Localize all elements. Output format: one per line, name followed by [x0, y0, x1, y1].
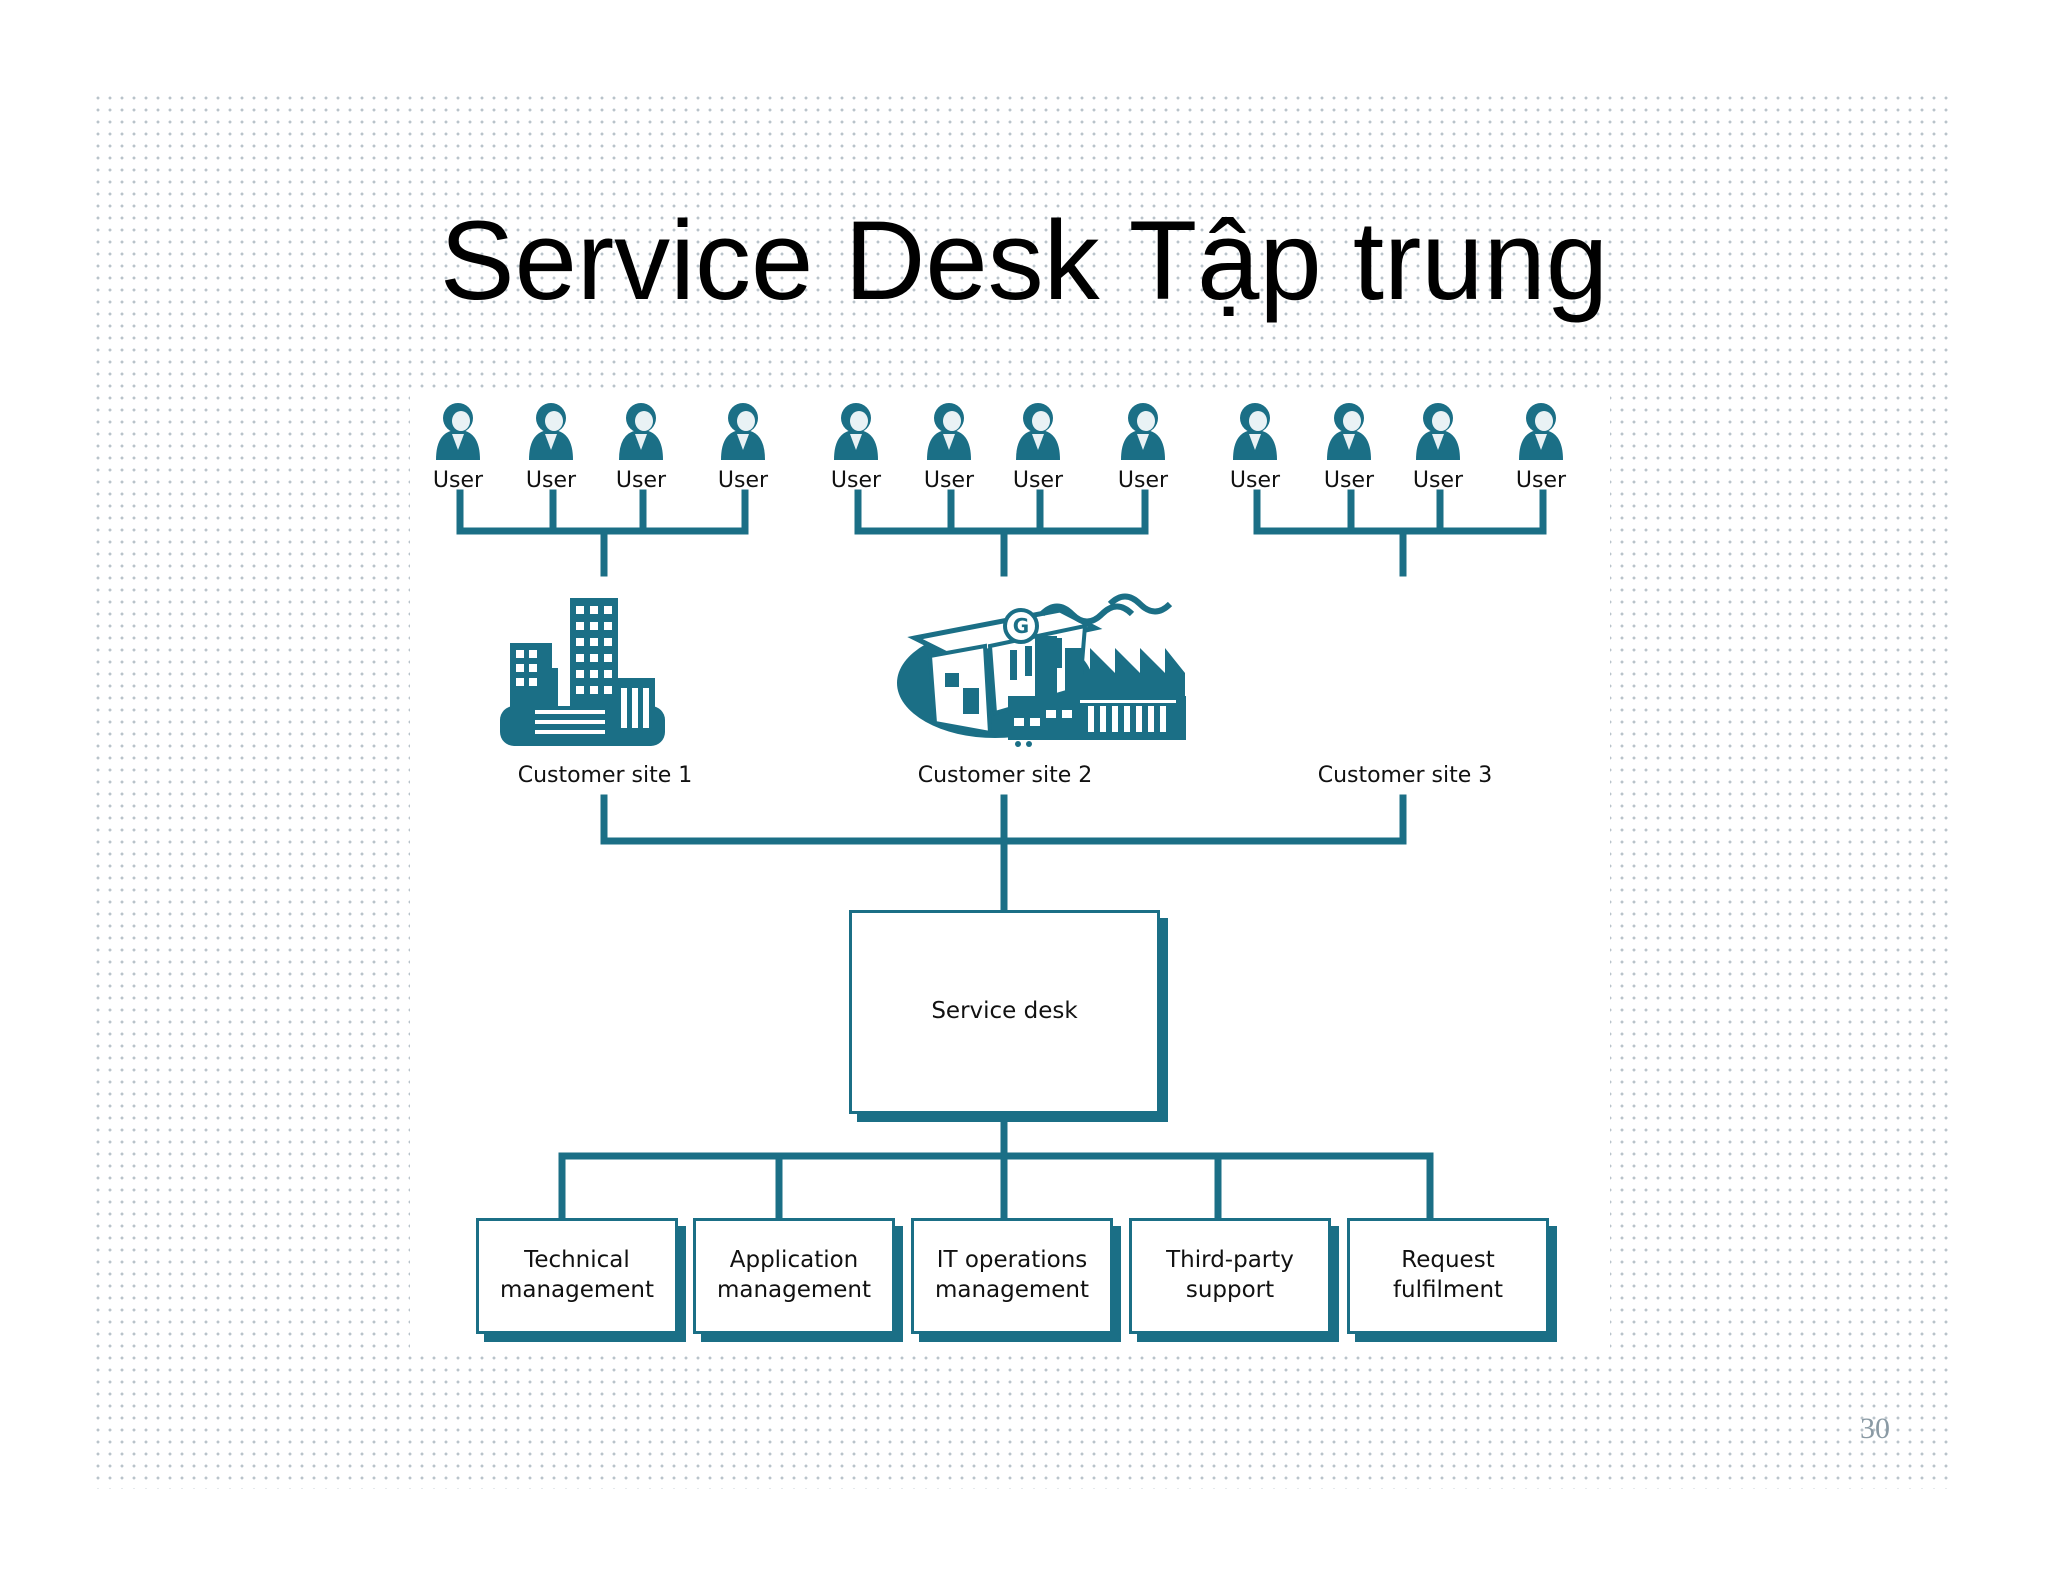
user-label: User	[923, 468, 975, 493]
site-icons: G	[500, 593, 1186, 747]
svg-text:G: G	[1013, 614, 1029, 638]
site-label-3: Customer site 3	[1317, 763, 1493, 788]
team-box-it-operations-management: IT operations management	[911, 1218, 1113, 1334]
user-icon	[1327, 403, 1371, 460]
user-icon	[529, 403, 573, 460]
user-icon	[436, 403, 480, 460]
team-box-third-party-support: Third-party support	[1129, 1218, 1331, 1334]
user-label: User	[1323, 468, 1375, 493]
user-label: User	[1515, 468, 1567, 493]
user-label: User	[1229, 468, 1281, 493]
factory-icon	[1008, 593, 1186, 740]
user-icon	[1519, 403, 1563, 460]
user-label: User	[615, 468, 667, 493]
connector-lines	[456, 489, 1547, 1222]
user-label: User	[525, 468, 577, 493]
user-icon	[927, 403, 971, 460]
user-icon	[1233, 403, 1277, 460]
user-icon	[1416, 403, 1460, 460]
team-box-application-management: Application management	[693, 1218, 895, 1334]
user-label: User	[432, 468, 484, 493]
user-label: User	[1412, 468, 1464, 493]
user-label: User	[1012, 468, 1064, 493]
office-buildings-icon	[500, 598, 665, 746]
team-box-technical-management: Technical management	[476, 1218, 678, 1334]
slide-title: Service Desk Tập trung	[439, 198, 1609, 323]
user-icon	[721, 403, 765, 460]
user-icon	[619, 403, 663, 460]
user-label: User	[717, 468, 769, 493]
user-icon	[834, 403, 878, 460]
site-label-2: Customer site 2	[917, 763, 1093, 788]
user-label: User	[1117, 468, 1169, 493]
page-number: 30	[1860, 1412, 1890, 1445]
user-icon	[1121, 403, 1165, 460]
user-icons	[436, 403, 1563, 460]
team-box-request-fulfilment: Request fulfilment	[1347, 1218, 1549, 1334]
site-label-1: Customer site 1	[517, 763, 693, 788]
user-icon	[1016, 403, 1060, 460]
service-desk-box: Service desk	[849, 910, 1160, 1114]
user-label: User	[830, 468, 882, 493]
